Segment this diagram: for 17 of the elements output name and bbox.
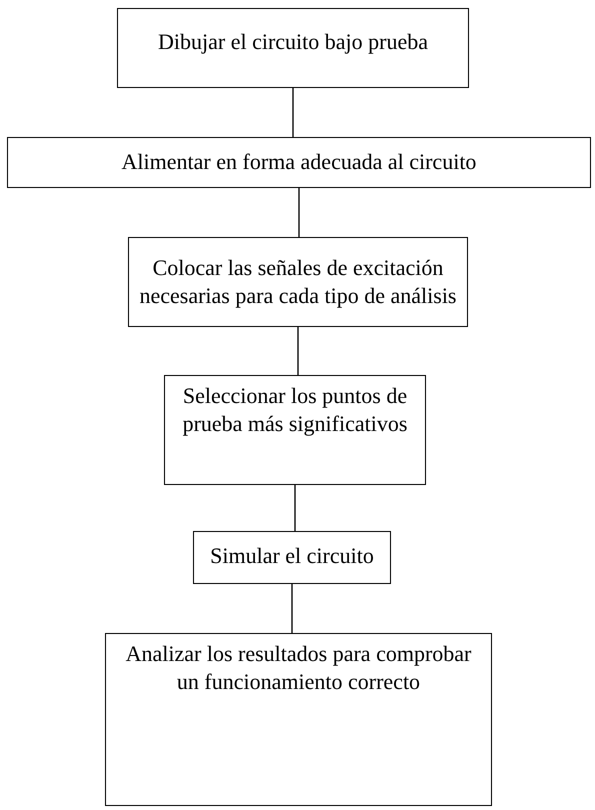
process-box bbox=[7, 137, 591, 188]
connector-line bbox=[291, 584, 293, 633]
process-box bbox=[164, 375, 426, 485]
step-text: Dibujar el circuito bajo prueba bbox=[158, 28, 428, 56]
process-box bbox=[128, 237, 468, 327]
step-text: Seleccionar los puntos de prueba más significativos bbox=[182, 382, 408, 438]
process-box bbox=[105, 633, 492, 806]
step-text: Analizar los resultados para comprobar un funcionamiento correcto bbox=[124, 640, 472, 696]
connector-line bbox=[298, 188, 300, 237]
connector-line bbox=[297, 327, 299, 375]
process-box bbox=[193, 531, 391, 584]
connector-line bbox=[294, 485, 296, 531]
step-text: Alimentar en forma adecuada al circuito bbox=[122, 148, 476, 176]
step-text: Colocar las señales de excitación necesarias para cada tipo de análisis bbox=[138, 254, 458, 310]
process-box bbox=[117, 8, 469, 88]
connector-line bbox=[292, 88, 294, 137]
step-text: Simular el circuito bbox=[210, 542, 374, 570]
